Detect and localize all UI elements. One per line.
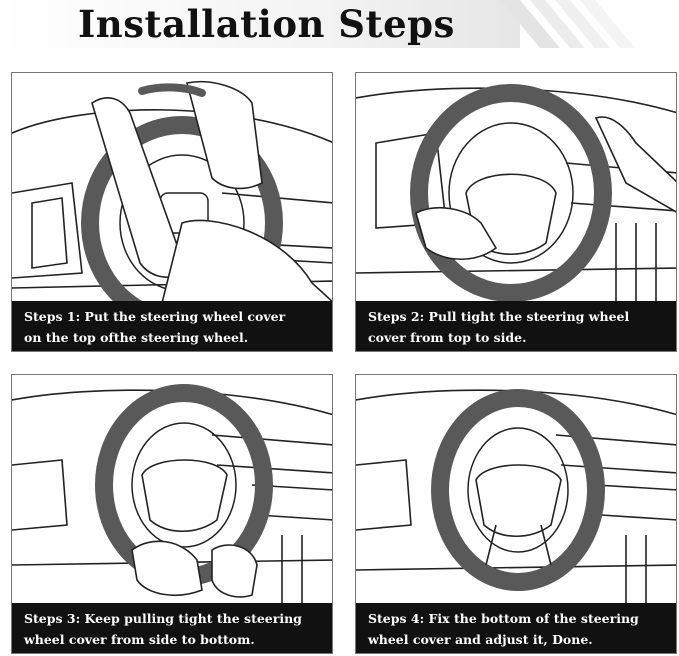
step-4-panel: Steps 4: Fix the bottom of the steering …: [355, 374, 677, 654]
step-3-caption: Steps 3: Keep pulling tight the steering…: [12, 603, 332, 653]
header-band: [0, 0, 520, 48]
page-title: Installation Steps: [78, 2, 455, 46]
step-4-caption-line2: wheel cover and adjust it, Done.: [368, 632, 593, 647]
header-banner: Installation Steps: [0, 0, 679, 52]
step-4-illustration: [356, 389, 676, 605]
step-4-caption: Steps 4: Fix the bottom of the steering …: [356, 603, 676, 653]
step-1-caption-line2: on the top ofthe steering wheel.: [24, 330, 249, 345]
step-1-illustration: [12, 80, 332, 303]
decorative-stripes: [500, 0, 635, 48]
step-2-caption: Steps 2: Pull tight the steering wheel c…: [356, 301, 676, 351]
step-4-caption-line1: Steps 4: Fix the bottom of the steering: [368, 611, 639, 626]
step-2-caption-line2: cover from top to side.: [368, 330, 527, 345]
step-2-illustration: [356, 84, 676, 303]
step-3-panel: Steps 3: Keep pulling tight the steering…: [11, 374, 333, 654]
step-2-caption-line1: Steps 2: Pull tight the steering wheel: [368, 309, 630, 324]
step-2-panel: Steps 2: Pull tight the steering wheel c…: [355, 72, 677, 352]
step-3-illustration: [12, 384, 332, 605]
step-1-caption-line1: Steps 1: Put the steering wheel cover: [24, 309, 286, 324]
step-3-caption-line1: Steps 3: Keep pulling tight the steering: [24, 611, 302, 626]
step-1-panel: Steps 1: Put the steering wheel cover on…: [11, 72, 333, 352]
step-1-caption: Steps 1: Put the steering wheel cover on…: [12, 301, 332, 351]
step-3-caption-line2: wheel cover from side to bottom.: [24, 632, 255, 647]
